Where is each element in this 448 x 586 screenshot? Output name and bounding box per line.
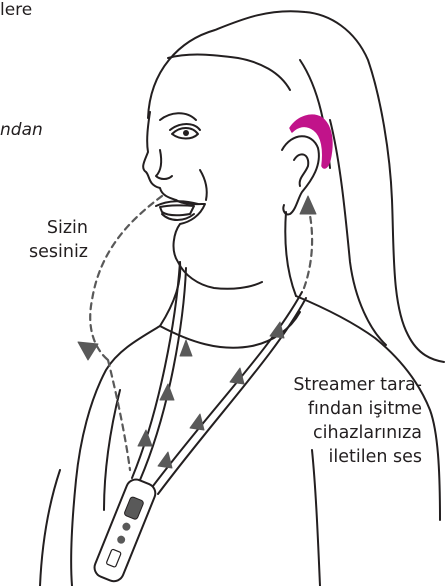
face-profile [143, 112, 262, 289]
lanyard-arrowhead-7 [158, 452, 172, 468]
voice-path-arrowhead [78, 342, 98, 360]
streamer-device-icon [92, 477, 159, 585]
torso-left-arm [40, 470, 60, 586]
lanyard-arrowhead-2 [160, 384, 174, 400]
eyebrow [160, 113, 196, 120]
teeth [160, 205, 194, 215]
nose [156, 150, 172, 179]
lanyard-arrowhead-6 [190, 414, 204, 430]
lanyard-arrowhead-1 [180, 340, 192, 356]
own-voice-label: Sizin sesiniz [18, 216, 88, 264]
streamer-audio-line-2: fından işitme [266, 397, 422, 421]
streamer-to-ear-dashed [304, 206, 312, 288]
streamer-audio-line-1: Streamer tara- [266, 373, 422, 397]
behind-the-ear-hearing-aid-icon [290, 115, 332, 168]
ear-inner [294, 154, 308, 186]
hair-strand-left [168, 55, 290, 90]
eyelid [170, 124, 200, 130]
hair-strand-back [330, 120, 386, 345]
voice-path-dashed-arrow [90, 196, 162, 360]
streamer-audio-label: Streamer tara- fından işitme cihazlarını… [266, 373, 422, 469]
lanyard-arrowhead-5 [230, 368, 244, 384]
arm-right-inner [312, 450, 320, 586]
pupil [183, 130, 189, 136]
own-voice-line-1: Sizin [18, 216, 88, 240]
streamer-audio-line-3: cihazlarınıza [266, 421, 422, 445]
neck-back [285, 212, 296, 296]
voice-to-streamer-dashed [108, 360, 130, 470]
body-left-inner [104, 390, 120, 510]
lanyard-arrowhead-3 [138, 430, 152, 446]
cheek [200, 170, 207, 200]
streamer-to-ear-arrowhead [300, 196, 316, 214]
hair-outline [148, 11, 444, 362]
ear [282, 136, 319, 214]
streamer-audio-line-4: iletilen ses [266, 445, 422, 469]
own-voice-line-2: sesiniz [18, 240, 88, 264]
